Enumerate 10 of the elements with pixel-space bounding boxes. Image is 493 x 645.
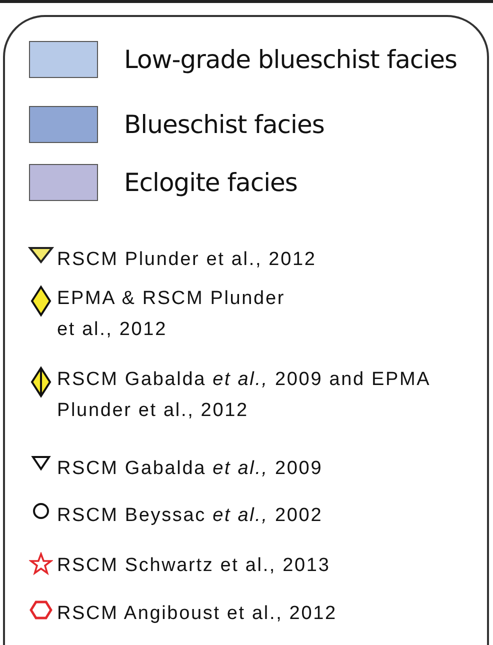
- legend-text: RSCM Schwartz et al., 2013: [57, 554, 330, 578]
- legend-text: Blueschist facies: [124, 109, 324, 141]
- legend-text: EPMA & RSCM Plunder et al., 2012: [57, 287, 286, 342]
- legend-text: Low-grade blueschist facies: [124, 44, 458, 76]
- legend-text: RSCM Gabalda et al., 2009: [57, 457, 323, 481]
- legend-text: RSCM Plunder et al., 2012: [57, 248, 316, 272]
- legend-text: RSCM Beyssac et al., 2002: [57, 504, 323, 528]
- legend-text: RSCM Gabalda et al., 2009 and EPMA Plunder et al., 2012: [57, 368, 431, 423]
- legend-text: RSCM Angiboust et al., 2012: [57, 602, 337, 626]
- legend-text: Eclogite facies: [124, 167, 298, 199]
